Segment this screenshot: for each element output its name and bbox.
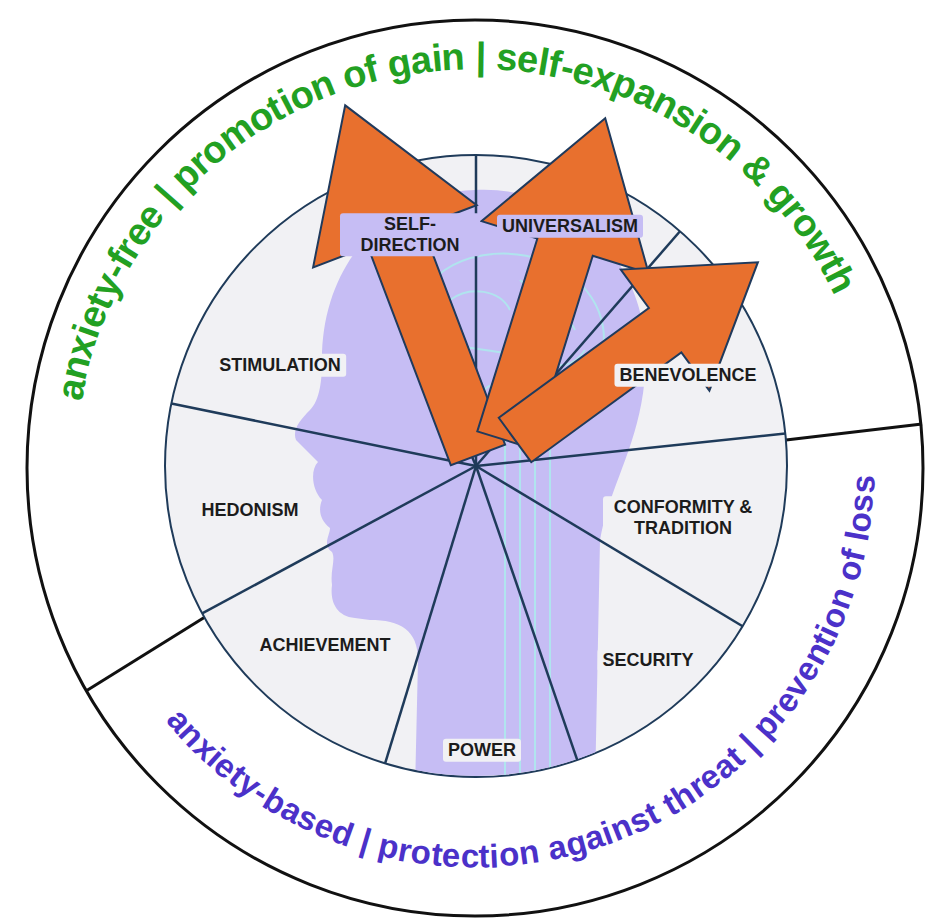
growth-arrows <box>263 74 802 500</box>
arc-letter: n <box>517 834 542 870</box>
value-label: HEDONISM <box>196 499 303 522</box>
value-label: POWER <box>443 739 521 762</box>
spoke <box>476 466 743 626</box>
orange-arrow <box>471 202 802 501</box>
spoke <box>476 466 577 760</box>
value-label: CONFORMITY & TRADITION <box>603 496 763 539</box>
arc-letter: t <box>478 839 490 872</box>
ring-divider <box>86 617 205 691</box>
spoke <box>202 466 476 613</box>
head-shape <box>295 190 645 790</box>
arc-letter: s <box>846 474 880 494</box>
value-label: SECURITY <box>597 649 698 672</box>
arc-letter <box>465 37 476 75</box>
value-label: BENEVOLENCE <box>614 364 761 387</box>
spoke <box>385 466 476 763</box>
neck-lines <box>505 415 550 790</box>
arc-letter: c <box>460 839 479 872</box>
sector-spokes <box>171 155 785 763</box>
head-silhouette <box>295 190 645 790</box>
ring-divider <box>786 424 922 440</box>
value-label: ACHIEVEMENT <box>254 634 395 657</box>
arc-letter: | <box>357 823 375 857</box>
arc-letter: n <box>441 37 466 76</box>
value-label: UNIVERSALISM <box>497 215 643 238</box>
arc-letter: e <box>441 838 461 872</box>
arc-letter: & <box>735 145 781 191</box>
outer-ring <box>27 20 923 916</box>
value-label: SELF-DIRECTION <box>340 213 480 256</box>
arc-letter: s <box>844 492 879 513</box>
arc-letter: | <box>475 37 486 75</box>
value-label: STIMULATION <box>214 354 346 377</box>
